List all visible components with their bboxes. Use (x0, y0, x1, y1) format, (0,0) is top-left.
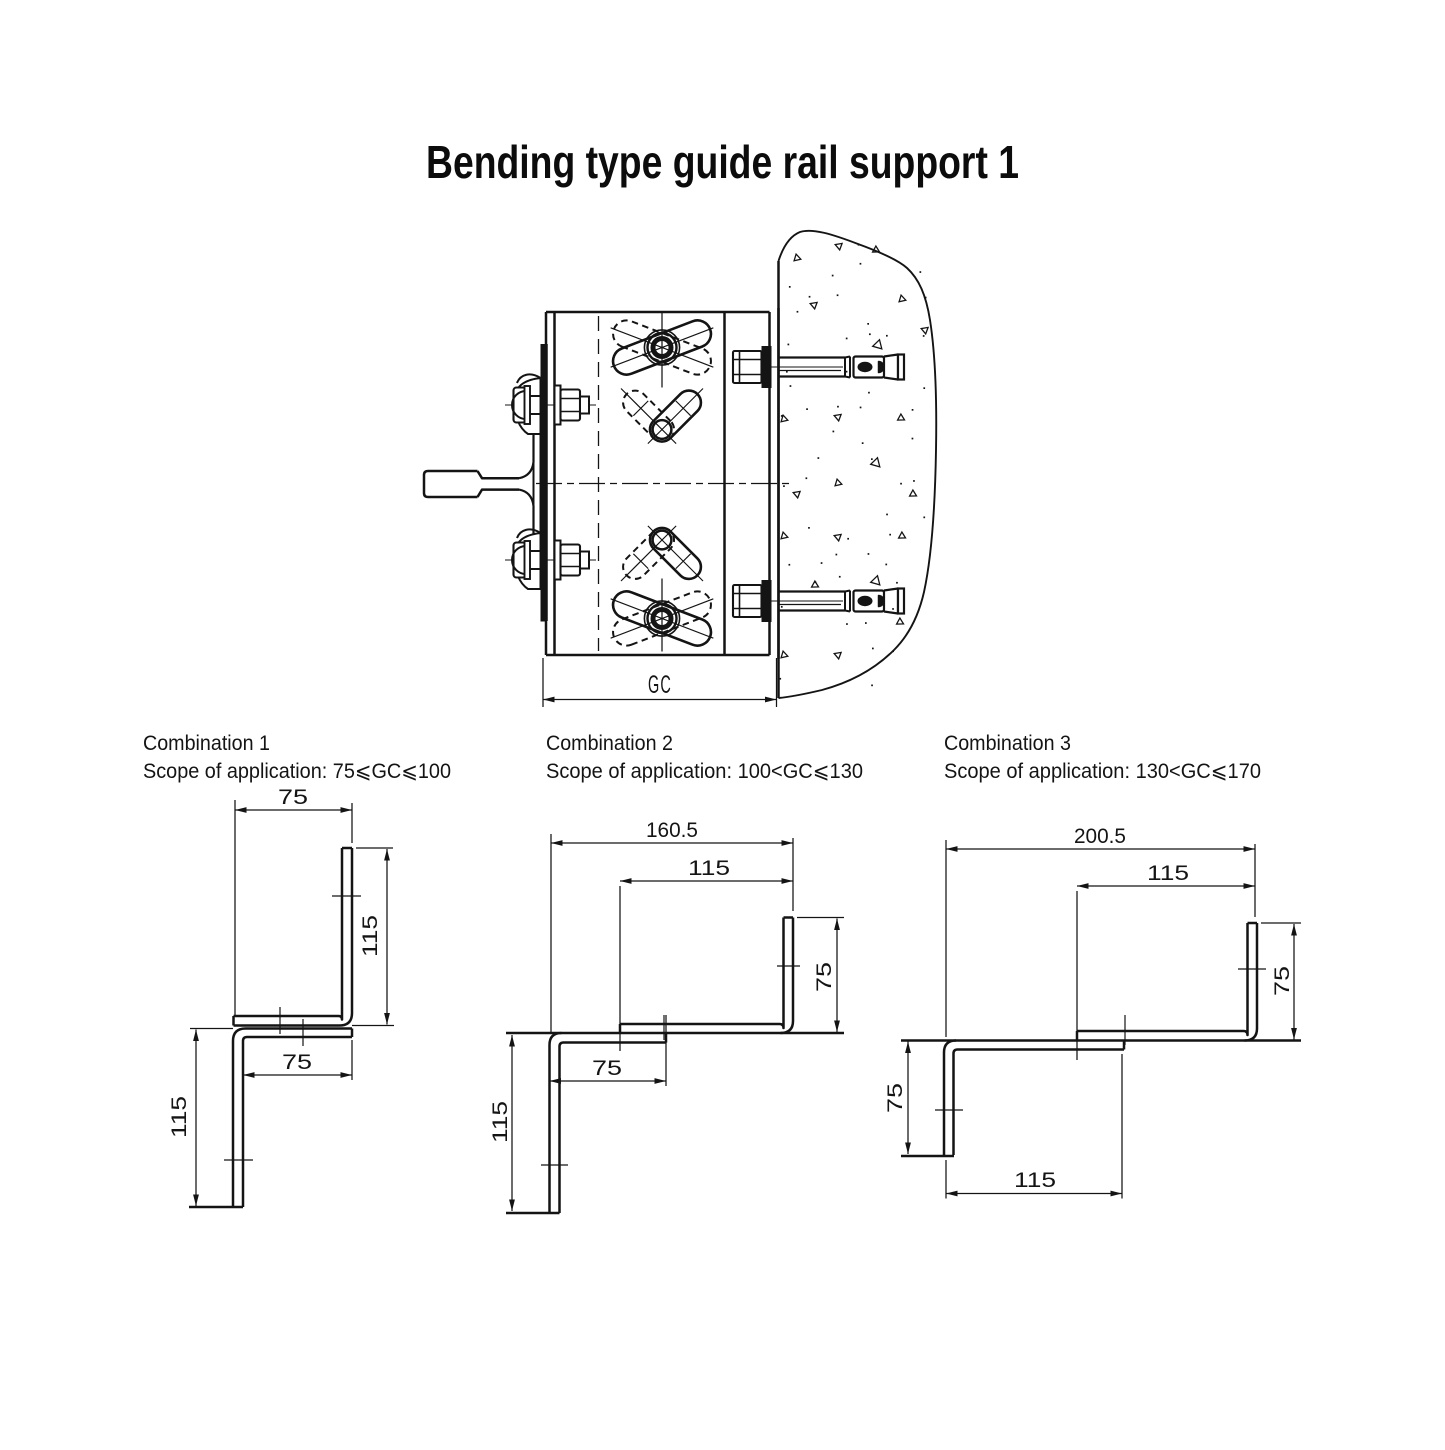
svg-text:Scope of application: 100<GC⩽1: Scope of application: 100<GC⩽130 (546, 759, 863, 783)
svg-text:75: 75 (812, 962, 836, 992)
svg-text:115: 115 (167, 1096, 191, 1138)
svg-text:115: 115 (688, 856, 730, 880)
svg-text:115: 115 (358, 915, 382, 957)
svg-text:Scope of application: 130<GC⩽1: Scope of application: 130<GC⩽170 (944, 759, 1261, 783)
svg-text:75: 75 (592, 1056, 622, 1080)
svg-text:200.5: 200.5 (1074, 824, 1126, 848)
svg-text:115: 115 (1014, 1168, 1056, 1192)
svg-text:160.5: 160.5 (646, 818, 698, 842)
svg-text:115: 115 (488, 1101, 512, 1143)
svg-text:Combination 1: Combination 1 (143, 731, 270, 755)
svg-text:75: 75 (1270, 966, 1294, 996)
svg-text:75: 75 (278, 785, 308, 809)
svg-text:115: 115 (1147, 861, 1189, 885)
svg-text:GC: GC (648, 671, 672, 699)
svg-text:Combination 2: Combination 2 (546, 731, 673, 755)
svg-text:Scope of application: 75⩽GC⩽10: Scope of application: 75⩽GC⩽100 (143, 759, 451, 783)
svg-text:75: 75 (883, 1083, 907, 1113)
svg-text:75: 75 (282, 1050, 312, 1074)
svg-text:Bending type guide rail suppor: Bending type guide rail support 1 (426, 136, 1019, 188)
svg-text:Combination 3: Combination 3 (944, 731, 1071, 755)
